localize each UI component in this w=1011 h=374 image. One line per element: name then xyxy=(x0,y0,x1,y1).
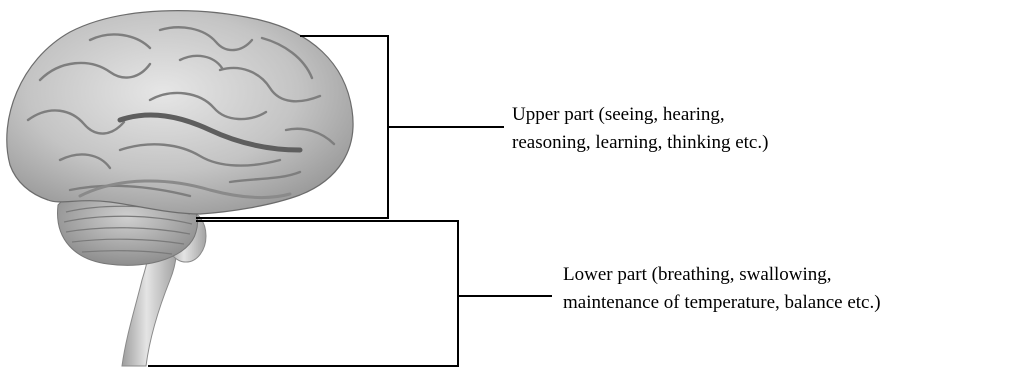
lower-part-label: Lower part (breathing, swallowing, maint… xyxy=(563,261,881,317)
brain-illustration xyxy=(6,10,354,367)
temporal-lobe-edge xyxy=(78,179,292,199)
upper-part-label: Upper part (seeing, hearing, reasoning, … xyxy=(512,101,768,157)
lower-part-label-line1: Lower part (breathing, swallowing, xyxy=(563,264,832,285)
lower-bracket xyxy=(148,220,552,367)
lateral-sulcus xyxy=(117,112,303,153)
upper-part-label-line1: Upper part (seeing, hearing, xyxy=(512,104,725,125)
brain-folds xyxy=(26,26,336,198)
upper-bracket xyxy=(196,35,504,219)
lower-part-label-line2: maintenance of temperature, balance etc.… xyxy=(563,292,881,313)
upper-part-label-line2: reasoning, learning, thinking etc.) xyxy=(512,132,769,153)
